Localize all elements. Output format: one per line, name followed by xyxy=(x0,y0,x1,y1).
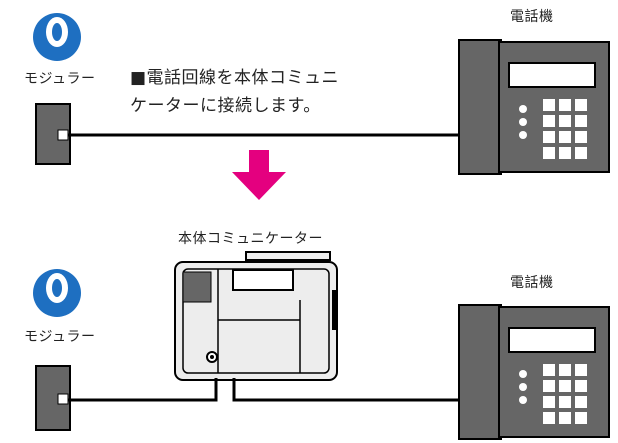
description-line-2: ケーターに接続します。 xyxy=(130,96,321,116)
description-line-1: ■電話回線を本体コミュニ xyxy=(130,68,340,88)
modular-jack-icon xyxy=(35,365,71,431)
communicator-device-icon xyxy=(174,251,338,381)
phone-line-bottom-right xyxy=(232,378,462,402)
ntt-logo-icon xyxy=(33,269,81,317)
phone-label-bottom: 電話機 xyxy=(510,275,554,291)
communicator-label: 本体コミュニケーター xyxy=(178,231,323,247)
telephone-icon xyxy=(458,304,610,440)
ntt-logo-icon xyxy=(33,13,81,61)
telephone-icon xyxy=(458,39,610,175)
modular-label-bottom: モジュラー xyxy=(24,329,96,345)
phone-line-bottom-left xyxy=(68,378,218,402)
down-arrow-icon xyxy=(232,150,286,200)
modular-label-top: モジュラー xyxy=(24,71,96,87)
phone-label-top: 電話機 xyxy=(510,9,554,25)
modular-jack-icon xyxy=(35,103,71,165)
